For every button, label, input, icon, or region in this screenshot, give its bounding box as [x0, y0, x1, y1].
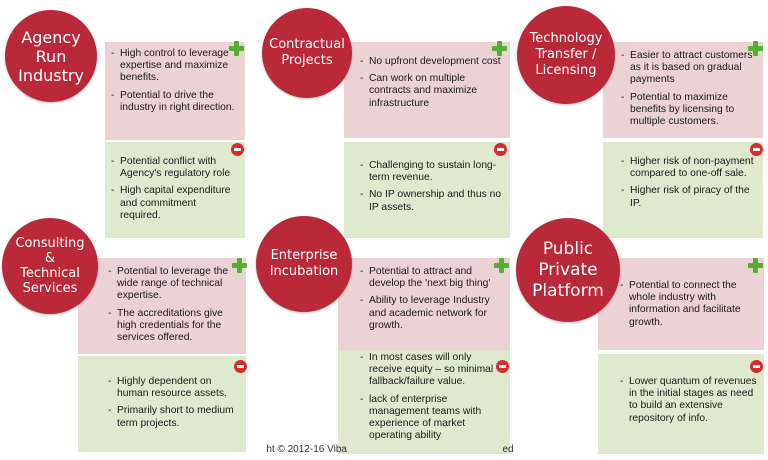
cons-list: Potential conflict with Agency's regulat…	[111, 156, 239, 222]
model-title: Public Private Platform	[532, 238, 604, 301]
pros-panel: Potential to leverage the wide range of …	[78, 258, 246, 354]
plus-icon	[494, 258, 509, 273]
cons-item: Challenging to sustain long-term revenue…	[360, 160, 502, 184]
minus-icon	[750, 143, 763, 156]
copyright-footer: ht © 2012-16 Viba ed	[200, 444, 580, 455]
cons-item: High capital expenditure and commitment …	[111, 185, 239, 222]
pros-item: Potential to attract and develop the 'ne…	[360, 266, 502, 290]
cons-item: Higher risk of non-payment compared to o…	[621, 156, 757, 180]
model-title: Consulting & Technical Services	[15, 236, 85, 296]
cons-item: Highly dependent on human resource asset…	[108, 376, 240, 400]
pros-item: The accreditations give high credentials…	[108, 308, 240, 345]
pros-item: Ability to leverage Industry and academi…	[360, 295, 502, 332]
pros-list: High control to leverage expertise and m…	[111, 48, 239, 114]
pros-item: Easier to attract customers as it is bas…	[621, 50, 757, 87]
pros-item: No upfront development cost	[360, 56, 502, 68]
pros-panel: Potential to connect the whole industry …	[598, 258, 764, 350]
cons-list: Highly dependent on human resource asset…	[108, 376, 240, 430]
pros-list: No upfront development cost Can work on …	[360, 56, 502, 110]
plus-icon	[748, 258, 763, 273]
cons-list: Higher risk of non-payment compared to o…	[621, 156, 757, 210]
pros-list: Potential to leverage the wide range of …	[108, 266, 240, 344]
minus-icon	[231, 143, 244, 156]
pros-panel: Easier to attract customers as it is bas…	[603, 42, 763, 138]
cons-panel: Highly dependent on human resource asset…	[78, 356, 246, 452]
cons-item: Primarily short to medium term projects.	[108, 405, 240, 429]
pros-item: Potential to maximize benefits by licens…	[621, 92, 757, 129]
pros-panel: No upfront development cost Can work on …	[344, 42, 510, 138]
minus-icon	[234, 360, 247, 373]
cons-list: Lower quantum of revenues in the initial…	[620, 376, 758, 425]
cons-list: In most cases will only receive equity –…	[360, 352, 502, 442]
cons-panel: Potential conflict with Agency's regulat…	[105, 142, 245, 238]
model-title-circle: Contractual Projects	[262, 8, 352, 98]
model-title-circle: Technology Transfer / Licensing	[517, 6, 615, 104]
pros-panel: High control to leverage expertise and m…	[105, 42, 245, 140]
pros-item: Potential to connect the whole industry …	[620, 280, 758, 329]
cons-panel: Challenging to sustain long-term revenue…	[344, 142, 510, 238]
cons-item: In most cases will only receive equity –…	[360, 352, 502, 389]
pros-item: Can work on multiple contracts and maxim…	[360, 73, 502, 110]
pros-list: Potential to attract and develop the 'ne…	[360, 266, 502, 332]
minus-icon	[496, 360, 509, 373]
model-title: Technology Transfer / Licensing	[529, 31, 603, 78]
cons-panel: In most cases will only receive equity –…	[338, 350, 510, 454]
copyright-text: ht © 2012-16 Viba	[266, 444, 347, 455]
plus-icon	[492, 41, 507, 56]
plus-icon	[232, 258, 247, 273]
cons-item: lack of enterprise management teams with…	[360, 394, 502, 443]
pros-list: Easier to attract customers as it is bas…	[621, 50, 757, 128]
pros-item: High control to leverage expertise and m…	[111, 48, 239, 85]
model-title-circle: Public Private Platform	[516, 218, 620, 322]
cons-panel: Higher risk of non-payment compared to o…	[603, 142, 763, 238]
cons-panel: Lower quantum of revenues in the initial…	[598, 354, 764, 454]
model-title: Enterprise Incubation	[269, 248, 339, 279]
cons-item: Potential conflict with Agency's regulat…	[111, 156, 239, 180]
model-title: Contractual Projects	[269, 37, 345, 68]
model-title-circle: Agency Run Industry	[5, 10, 97, 102]
cons-item: No IP ownership and thus no IP assets.	[360, 189, 502, 213]
minus-icon	[750, 360, 763, 373]
cons-item: Lower quantum of revenues in the initial…	[620, 376, 758, 425]
plus-icon	[229, 41, 244, 56]
cons-list: Challenging to sustain long-term revenue…	[360, 160, 502, 214]
pros-item: Potential to leverage the wide range of …	[108, 266, 240, 303]
model-title-circle: Enterprise Incubation	[256, 216, 352, 312]
model-title-circle: Consulting & Technical Services	[2, 218, 98, 314]
minus-icon	[494, 143, 507, 156]
plus-icon	[748, 41, 763, 56]
pros-list: Potential to connect the whole industry …	[620, 280, 758, 329]
cons-item: Higher risk of piracy of the IP.	[621, 185, 757, 209]
pros-panel: Potential to attract and develop the 'ne…	[338, 258, 510, 350]
model-title: Agency Run Industry	[18, 27, 84, 85]
copyright-text-tail: ed	[502, 444, 514, 455]
pros-item: Potential to drive the industry in right…	[111, 90, 239, 114]
